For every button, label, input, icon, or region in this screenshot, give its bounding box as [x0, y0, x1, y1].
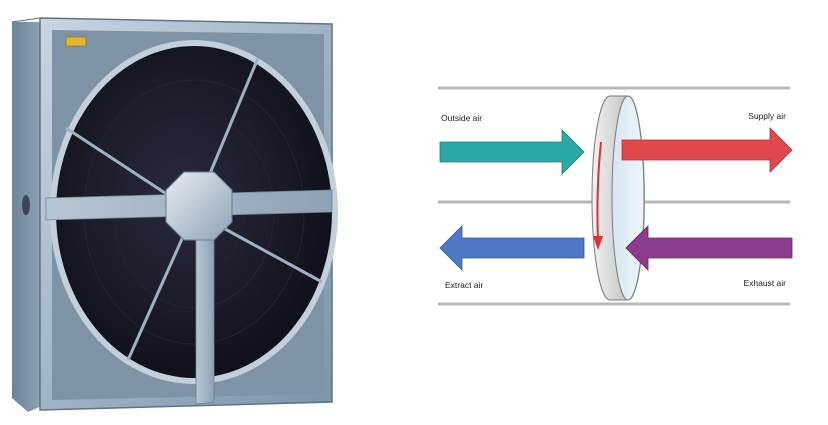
label-plate [65, 36, 87, 47]
outside-air-label: Outside air [441, 113, 482, 123]
rotation-arrow [593, 141, 603, 250]
extract-air-arrow [439, 225, 585, 271]
exhaust-air-arrow [625, 225, 793, 271]
exhaust-air-label: Exhaust air [743, 278, 786, 288]
supply-air-arrow [621, 127, 793, 173]
wheel-hub [165, 171, 233, 241]
supply-air-label: Supply air [748, 111, 786, 121]
extract-air-label: Extract air [445, 280, 483, 290]
rotary-disc [591, 95, 645, 301]
outside-air-arrow [439, 129, 585, 175]
